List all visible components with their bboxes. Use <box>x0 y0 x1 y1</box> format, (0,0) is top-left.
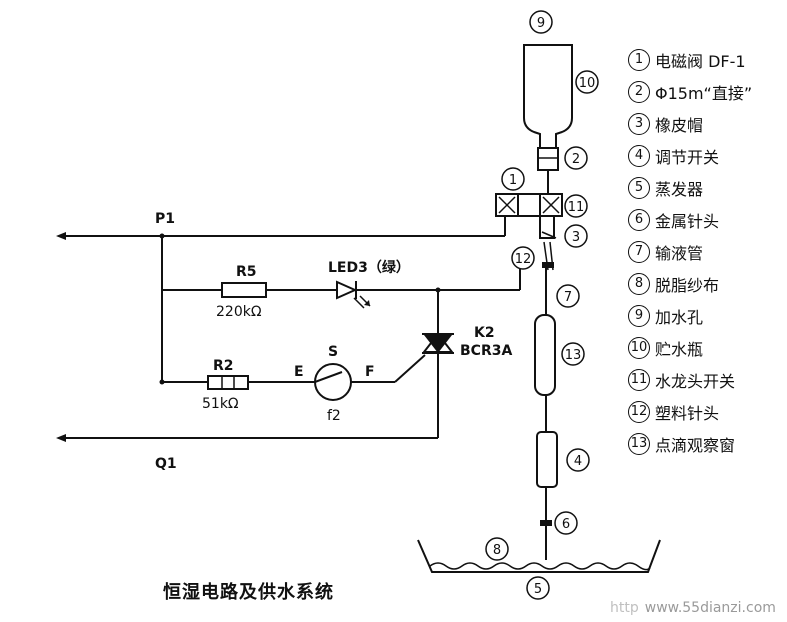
switch-e-label: E <box>294 364 304 380</box>
svg-text:8: 8 <box>493 543 501 558</box>
figure-caption: 恒湿电路及供水系统 <box>163 582 334 603</box>
r5-name: R5 <box>236 264 257 280</box>
p1-wire <box>56 212 506 240</box>
connector <box>537 147 559 171</box>
r2-switch-branch <box>159 290 455 438</box>
r5-value: 220kΩ <box>216 304 262 320</box>
switch-s-label: S <box>328 344 338 360</box>
callout-2: 2 <box>564 146 588 170</box>
water-supply <box>417 44 661 573</box>
callout-12: 12 <box>511 246 535 270</box>
svg-text:3: 3 <box>572 230 580 245</box>
triac-name: K2 <box>474 325 495 341</box>
switch-name: f2 <box>327 408 341 424</box>
callout-1: 1 <box>501 167 525 191</box>
svg-text:2: 2 <box>572 152 580 167</box>
triac-k2 <box>424 335 452 353</box>
svg-text:9: 9 <box>537 16 545 31</box>
svg-text:6: 6 <box>562 517 570 532</box>
callout-3: 3 <box>564 224 588 248</box>
humidity-switch-f2 <box>314 363 352 401</box>
evaporator-tray <box>417 539 661 573</box>
svg-text:10: 10 <box>579 76 596 91</box>
p1-label: P1 <box>155 211 175 227</box>
svg-text:4: 4 <box>574 454 582 469</box>
water-bottle <box>523 44 573 149</box>
callout-13: 13 <box>561 342 585 366</box>
gauze <box>429 562 651 571</box>
q1-label: Q1 <box>155 456 177 472</box>
resistor-r5 <box>221 282 267 298</box>
led3-label: LED3（绿） <box>328 259 410 276</box>
solenoid-valve <box>495 193 563 217</box>
drip-chamber <box>534 314 556 396</box>
svg-text:12: 12 <box>515 252 532 267</box>
callout-7: 7 <box>556 284 580 308</box>
resistor-r2 <box>207 375 249 390</box>
callout-5: 5 <box>526 576 550 600</box>
svg-text:7: 7 <box>564 290 572 305</box>
svg-text:1: 1 <box>509 173 517 188</box>
regulating-clip <box>536 431 558 488</box>
callout-4: 4 <box>566 448 590 472</box>
r2-name: R2 <box>213 358 234 374</box>
svg-text:13: 13 <box>565 348 582 363</box>
switch-f-label: F <box>365 364 375 380</box>
r2-value: 51kΩ <box>202 396 239 412</box>
led3 <box>336 280 358 300</box>
triac-model: BCR3A <box>460 343 512 359</box>
svg-text:11: 11 <box>568 200 585 215</box>
r5-led-branch <box>162 258 521 309</box>
svg-text:5: 5 <box>534 582 542 597</box>
q1-wire <box>56 434 438 442</box>
callout-9: 9 <box>529 10 553 34</box>
callout-11: 11 <box>564 194 588 218</box>
callout-10: 10 <box>575 70 599 94</box>
callout-8: 8 <box>485 537 509 561</box>
callout-6: 6 <box>554 511 578 535</box>
